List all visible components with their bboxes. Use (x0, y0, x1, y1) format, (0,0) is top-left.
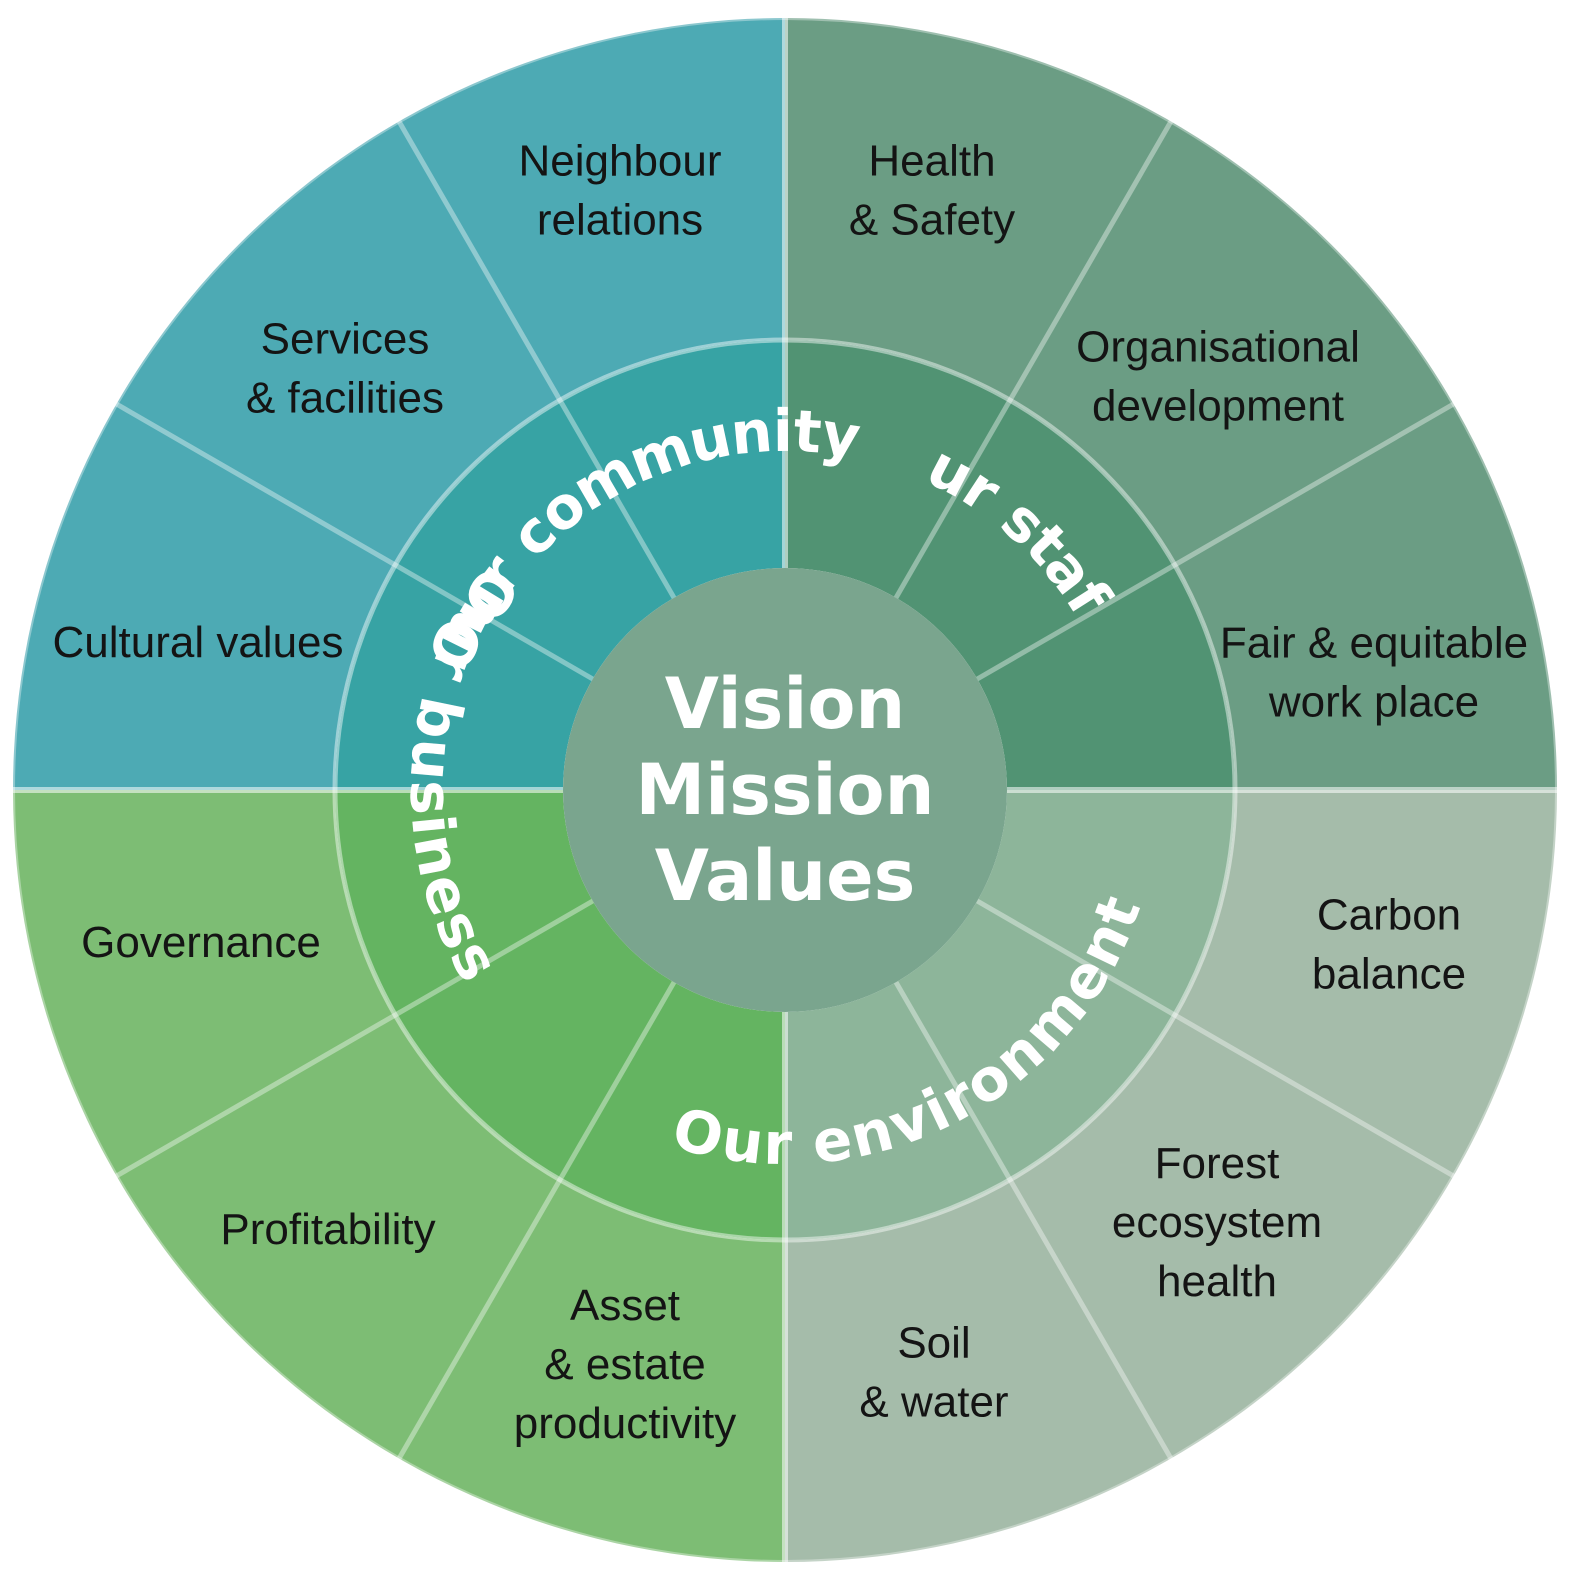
outer-sector-business (13, 790, 785, 1562)
segment-divider-community-1 (115, 401, 594, 682)
outer-sector-environment (785, 790, 1557, 1562)
segment-label-line: Carbon (1317, 891, 1461, 940)
segment-divider-staff-1 (893, 120, 1174, 599)
segment-label-line: balance (1312, 950, 1466, 999)
segment-label-line: & Safety (849, 196, 1015, 245)
divider-lines (11, 16, 1559, 1564)
segment-label-line: Neighbour (518, 137, 721, 186)
outer-ring (13, 18, 1557, 1562)
inner-sector-business (335, 790, 785, 1240)
segment-label-staff-2: Fair & equitable work place (1220, 619, 1528, 727)
segment-label-line: Services (261, 315, 430, 364)
segment-label-business-0: Asset & estate productivity (514, 1281, 737, 1448)
segment-divider-staff-0 (976, 401, 1455, 682)
segment-label-line: work place (1268, 678, 1479, 727)
inner-ring (335, 340, 1235, 1240)
center-label-0: Vision (665, 663, 906, 745)
segment-label-line: Forest (1155, 1139, 1280, 1188)
segment-label-business-1: Profitability (220, 1205, 435, 1254)
segment-divider-environment-0 (893, 981, 1174, 1460)
segment-label-line: Soil (897, 1319, 970, 1368)
segment-label-line: Fair & equitable (1220, 619, 1528, 668)
segment-label-environment-0: Carbon balance (1312, 891, 1466, 999)
segment-label-line: health (1157, 1257, 1277, 1306)
segment-label-line: Asset (570, 1281, 680, 1330)
outer-sector-community (13, 18, 785, 790)
segment-label-line: Organisational (1076, 323, 1360, 372)
segment-label-line: & facilities (246, 374, 444, 423)
segment-label-environment-1: Forest ecosystem health (1112, 1139, 1322, 1306)
segment-label-community-2: Cultural values (52, 618, 343, 667)
segment-label-line: development (1092, 382, 1344, 431)
segment-divider-business-1 (396, 981, 677, 1460)
mid-ring-border (332, 337, 1238, 1243)
inner-sector-staff (785, 340, 1235, 790)
segment-label-line: Profitability (220, 1205, 435, 1254)
inner-sector-environment (785, 790, 1235, 1240)
segment-label-line: Governance (81, 918, 321, 967)
outer-ring-border (11, 16, 1559, 1564)
segment-divider-business-0 (115, 898, 594, 1179)
segment-label-line: & water (859, 1378, 1008, 1427)
segment-divider-environment-1 (976, 898, 1455, 1179)
center-label-2: Values (655, 835, 916, 917)
segment-label-line: relations (537, 196, 703, 245)
segment-label-staff-1: Organisational development (1076, 323, 1360, 431)
segment-label-environment-2: Soil & water (859, 1319, 1008, 1427)
inner-sector-community (335, 340, 785, 790)
segment-divider-community-0 (396, 120, 677, 599)
segment-label-line: ecosystem (1112, 1198, 1322, 1247)
center-circle (563, 568, 1007, 1012)
segment-label-line: Health (868, 137, 995, 186)
segment-label-community-0: Neighbour relations (518, 137, 721, 245)
segment-label-line: productivity (514, 1399, 737, 1448)
center-label-1: Mission (636, 749, 935, 831)
segment-label-staff-0: Health & Safety (849, 137, 1015, 245)
outer-sector-staff (785, 18, 1557, 790)
segment-label-line: & estate (544, 1340, 705, 1389)
segment-label-community-1: Services & facilities (246, 315, 444, 423)
segment-label-business-2: Governance (81, 918, 321, 967)
segment-label-line: Cultural values (52, 618, 343, 667)
